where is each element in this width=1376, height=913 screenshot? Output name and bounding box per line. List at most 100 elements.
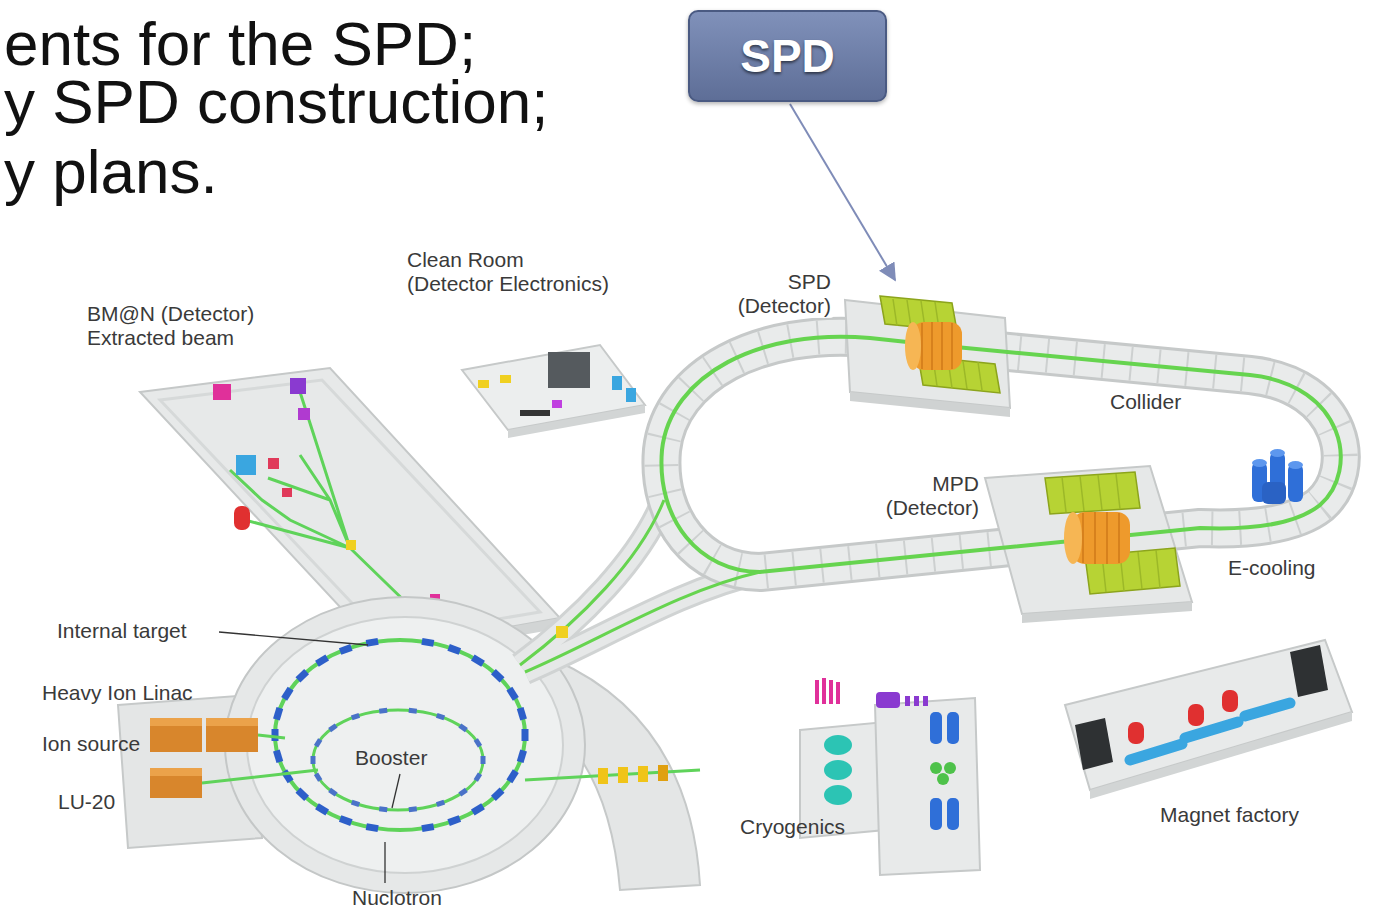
magnet-factory-building — [1130, 703, 1290, 760]
ring-magnet — [281, 687, 293, 701]
nuclotron-building — [598, 768, 608, 784]
mpd-platform — [985, 466, 1192, 614]
ring-magnet — [351, 800, 360, 807]
ring-label: Booster — [355, 746, 427, 770]
ring-magnet — [436, 713, 445, 720]
clean-room-building — [500, 375, 511, 383]
e-cooling-system — [1252, 459, 1267, 467]
cryogenics-building — [824, 735, 852, 755]
e-cooling-system — [1252, 449, 1303, 504]
beam-line — [556, 626, 568, 638]
ring-magnet — [296, 669, 310, 682]
ring-magnet — [447, 815, 461, 826]
ring-magnet — [506, 687, 518, 701]
magnet-factory-building — [1290, 645, 1328, 697]
callout-arrow — [790, 104, 895, 280]
building-label: Magnet factory — [1160, 803, 1299, 827]
magnet-factory-building — [1065, 640, 1352, 799]
nuclotron-building — [525, 770, 700, 780]
magnet-factory-building — [1075, 718, 1113, 770]
nuclotron-building — [150, 768, 202, 798]
bmn-hall — [298, 408, 310, 420]
part-label: LU-20 — [58, 790, 115, 814]
spd-platform — [850, 392, 1010, 417]
leader-line — [384, 842, 385, 883]
spd-detector — [905, 322, 921, 370]
e-cooling-system — [1270, 449, 1285, 457]
ring-magnet — [379, 708, 387, 714]
ring-magnet — [436, 800, 445, 807]
slide-text: y plans. — [4, 138, 218, 206]
detector-label: MPD (Detector) — [855, 472, 979, 520]
cryogenics-building — [829, 680, 833, 704]
ring-magnet — [458, 724, 467, 733]
cryogenics-building — [815, 680, 819, 704]
ring-magnet — [314, 772, 322, 781]
ring-magnet — [458, 788, 467, 797]
clean-room-building — [478, 380, 489, 388]
e-cooling-system — [1288, 464, 1303, 502]
ring-magnet — [328, 724, 337, 733]
nuclotron-building — [618, 767, 628, 783]
e-cooling-system — [1288, 461, 1303, 469]
ring-magnet — [315, 803, 329, 815]
bmn-hall — [268, 458, 279, 469]
cryogenics-building — [836, 682, 840, 704]
ring-magnet — [409, 708, 417, 714]
clean-room-building — [508, 405, 645, 438]
cryogenics-building — [930, 798, 942, 830]
cryogenics-building — [937, 773, 949, 785]
cryogenics-building — [930, 762, 942, 774]
ring-magnet — [281, 769, 293, 783]
clean-room-building — [548, 352, 590, 388]
ring-magnet — [315, 655, 329, 667]
ring-magnet — [379, 806, 387, 812]
callout-arrow — [790, 104, 895, 280]
ring-magnet — [409, 806, 417, 812]
ring-magnet — [311, 756, 316, 764]
nuclotron-building — [206, 718, 258, 726]
ring-magnet — [517, 749, 527, 763]
e-cooling-system — [1262, 482, 1286, 504]
detector-label: SPD (Detector) — [704, 270, 834, 318]
cryogenics-building — [923, 696, 928, 706]
magnet-factory-building — [1188, 704, 1204, 726]
cryogenics-building — [905, 696, 910, 706]
ring-magnet — [351, 713, 360, 720]
ring-magnet — [273, 749, 283, 763]
bmn-hall — [236, 455, 256, 475]
ring-magnet — [339, 815, 353, 826]
ring-magnet — [366, 823, 379, 832]
slide-text: y SPD construction; — [4, 68, 548, 136]
cryogenics-building — [947, 798, 959, 830]
clean-room-building — [462, 345, 645, 438]
mpd-platform — [1022, 602, 1192, 623]
ring-magnet — [517, 707, 527, 721]
cryogenics-building — [914, 696, 919, 706]
transfer-line — [525, 572, 760, 672]
ring-magnet — [447, 644, 461, 655]
nuclotron-building — [150, 718, 202, 726]
ring-magnet — [339, 644, 353, 655]
ring-magnet — [471, 803, 485, 815]
cryogenics-building — [930, 712, 942, 744]
cryogenics-building — [944, 762, 956, 774]
magnet-factory-building — [1065, 640, 1352, 790]
ring-magnet — [474, 772, 482, 781]
ring-magnet — [481, 756, 486, 764]
beam-line — [525, 572, 760, 672]
detector-label: BM@N (Detector) Extracted beam — [87, 302, 299, 350]
nuclotron-building — [150, 718, 202, 752]
ring-magnet — [273, 707, 283, 721]
mpd-detector — [1064, 512, 1082, 564]
system-label: E-cooling — [1228, 556, 1316, 580]
mpd-detector — [1045, 472, 1180, 594]
ring-label: Collider — [1110, 390, 1181, 414]
cryogenics-building — [800, 678, 980, 875]
callout-text: SPD — [740, 31, 835, 82]
part-label: Heavy Ion Linac — [42, 681, 193, 705]
building-label: Clean Room (Detector Electronics) — [407, 248, 647, 296]
nuclotron-building — [658, 765, 668, 781]
